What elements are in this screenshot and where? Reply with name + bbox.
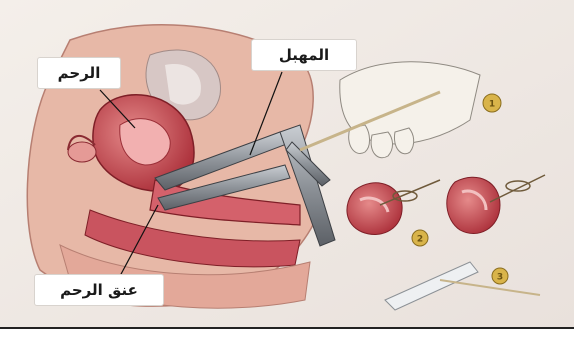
step-2-number: 2: [417, 235, 423, 245]
bottom-rule: [0, 327, 574, 329]
cervix-label: عنق الرحم: [35, 275, 163, 305]
bottom-strip: [0, 329, 574, 342]
uterus-label: الرحم: [38, 58, 120, 88]
ovary: [68, 142, 96, 162]
step-1-number: 1: [489, 100, 495, 110]
step-3-number: 3: [497, 273, 503, 283]
speculum-label: المهبل: [252, 40, 356, 70]
finger-2: [371, 132, 392, 158]
